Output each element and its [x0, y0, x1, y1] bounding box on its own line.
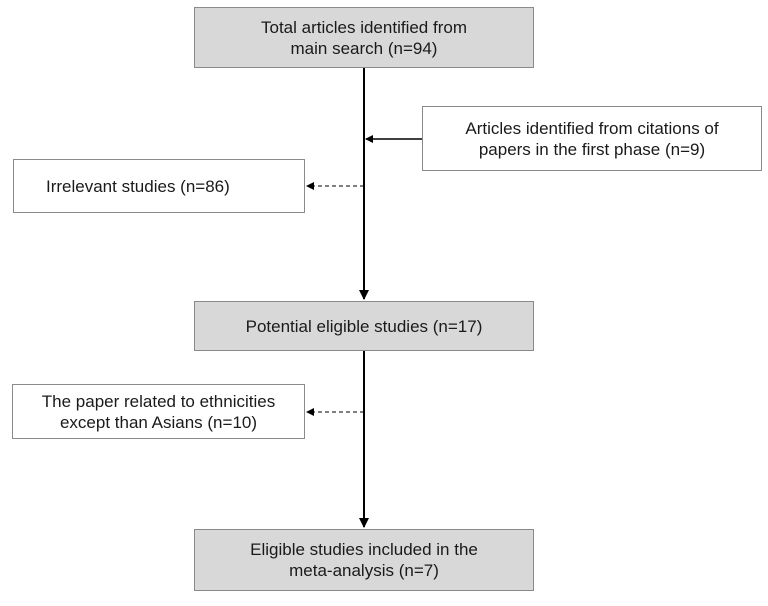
- box-citation-articles: Articles identified from citations of pa…: [422, 106, 762, 171]
- box-eligible-included-label: Eligible studies included in the meta-an…: [250, 540, 478, 580]
- box-other-ethnicities: The paper related to ethnicities except …: [12, 384, 305, 439]
- box-other-ethnicities-label: The paper related to ethnicities except …: [41, 391, 276, 432]
- box-total-articles: Total articles identified from main sear…: [194, 7, 534, 68]
- box-citation-articles-label: Articles identified from citations of pa…: [465, 118, 719, 159]
- box-total-articles-label: Total articles identified from main sear…: [261, 17, 467, 58]
- box-irrelevant-studies-label: Irrelevant studies (n=86): [46, 176, 230, 196]
- box-potential-eligible: Potential eligible studies (n=17): [194, 301, 534, 351]
- box-potential-eligible-label: Potential eligible studies (n=17): [245, 316, 483, 336]
- box-irrelevant-studies: Irrelevant studies (n=86): [13, 159, 305, 213]
- box-eligible-included: Eligible studies included in the meta-an…: [194, 529, 534, 591]
